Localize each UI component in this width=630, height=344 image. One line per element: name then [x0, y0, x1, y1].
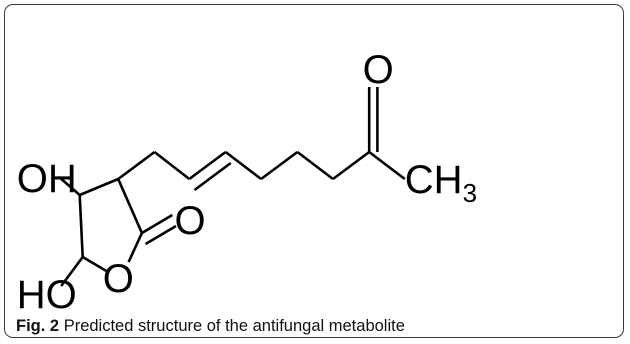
- ring-oxygen-label: O: [103, 257, 134, 301]
- figure-frame: O CH3 OH HO O O Fig. 2 Predicted structu…: [4, 4, 624, 338]
- methyl-group-text: CH: [405, 158, 463, 202]
- bond-c4-c3: [79, 177, 119, 197]
- chemical-structure-diagram: O CH3 OH HO O O: [17, 48, 477, 317]
- figure-caption: Fig. 2 Predicted structure of the antifu…: [16, 316, 405, 336]
- bond-chain-3: [332, 150, 370, 181]
- bond-ketone-methyl: [368, 150, 406, 181]
- bond-carbonyl-double-1: [141, 213, 173, 235]
- bond-chain-2: [296, 150, 334, 181]
- figure-caption-text: Predicted structure of the antifungal me…: [63, 317, 405, 335]
- bond-c4-c5: [78, 194, 84, 258]
- figure-caption-label: Fig. 2: [16, 317, 60, 335]
- bond-ch2-alkene: [153, 150, 191, 181]
- ketone-oxygen-label: O: [363, 48, 394, 92]
- bond-c5-ring-o: [82, 255, 108, 273]
- hydroxyl-bottom-label: HO: [17, 273, 77, 317]
- bond-c5-oh: [60, 256, 84, 287]
- bond-c3-ch2: [117, 150, 156, 181]
- bond-alkene-double-2: [193, 161, 232, 192]
- hydroxyl-top-label: OH: [17, 157, 77, 201]
- bond-c4-oh: [58, 176, 81, 196]
- methyl-subscript: 3: [463, 178, 477, 208]
- bond-alkene-ch2: [224, 150, 262, 181]
- bond-chain-1: [260, 150, 299, 181]
- bond-c3-c2: [117, 178, 144, 234]
- methyl-group-label: CH3: [405, 158, 477, 208]
- bond-carbonyl-double-2: [144, 224, 177, 246]
- lactone-carbonyl-oxygen-label: O: [175, 199, 206, 243]
- bond-ring-o-c2: [127, 232, 144, 263]
- bond-alkene-double-1: [188, 150, 227, 181]
